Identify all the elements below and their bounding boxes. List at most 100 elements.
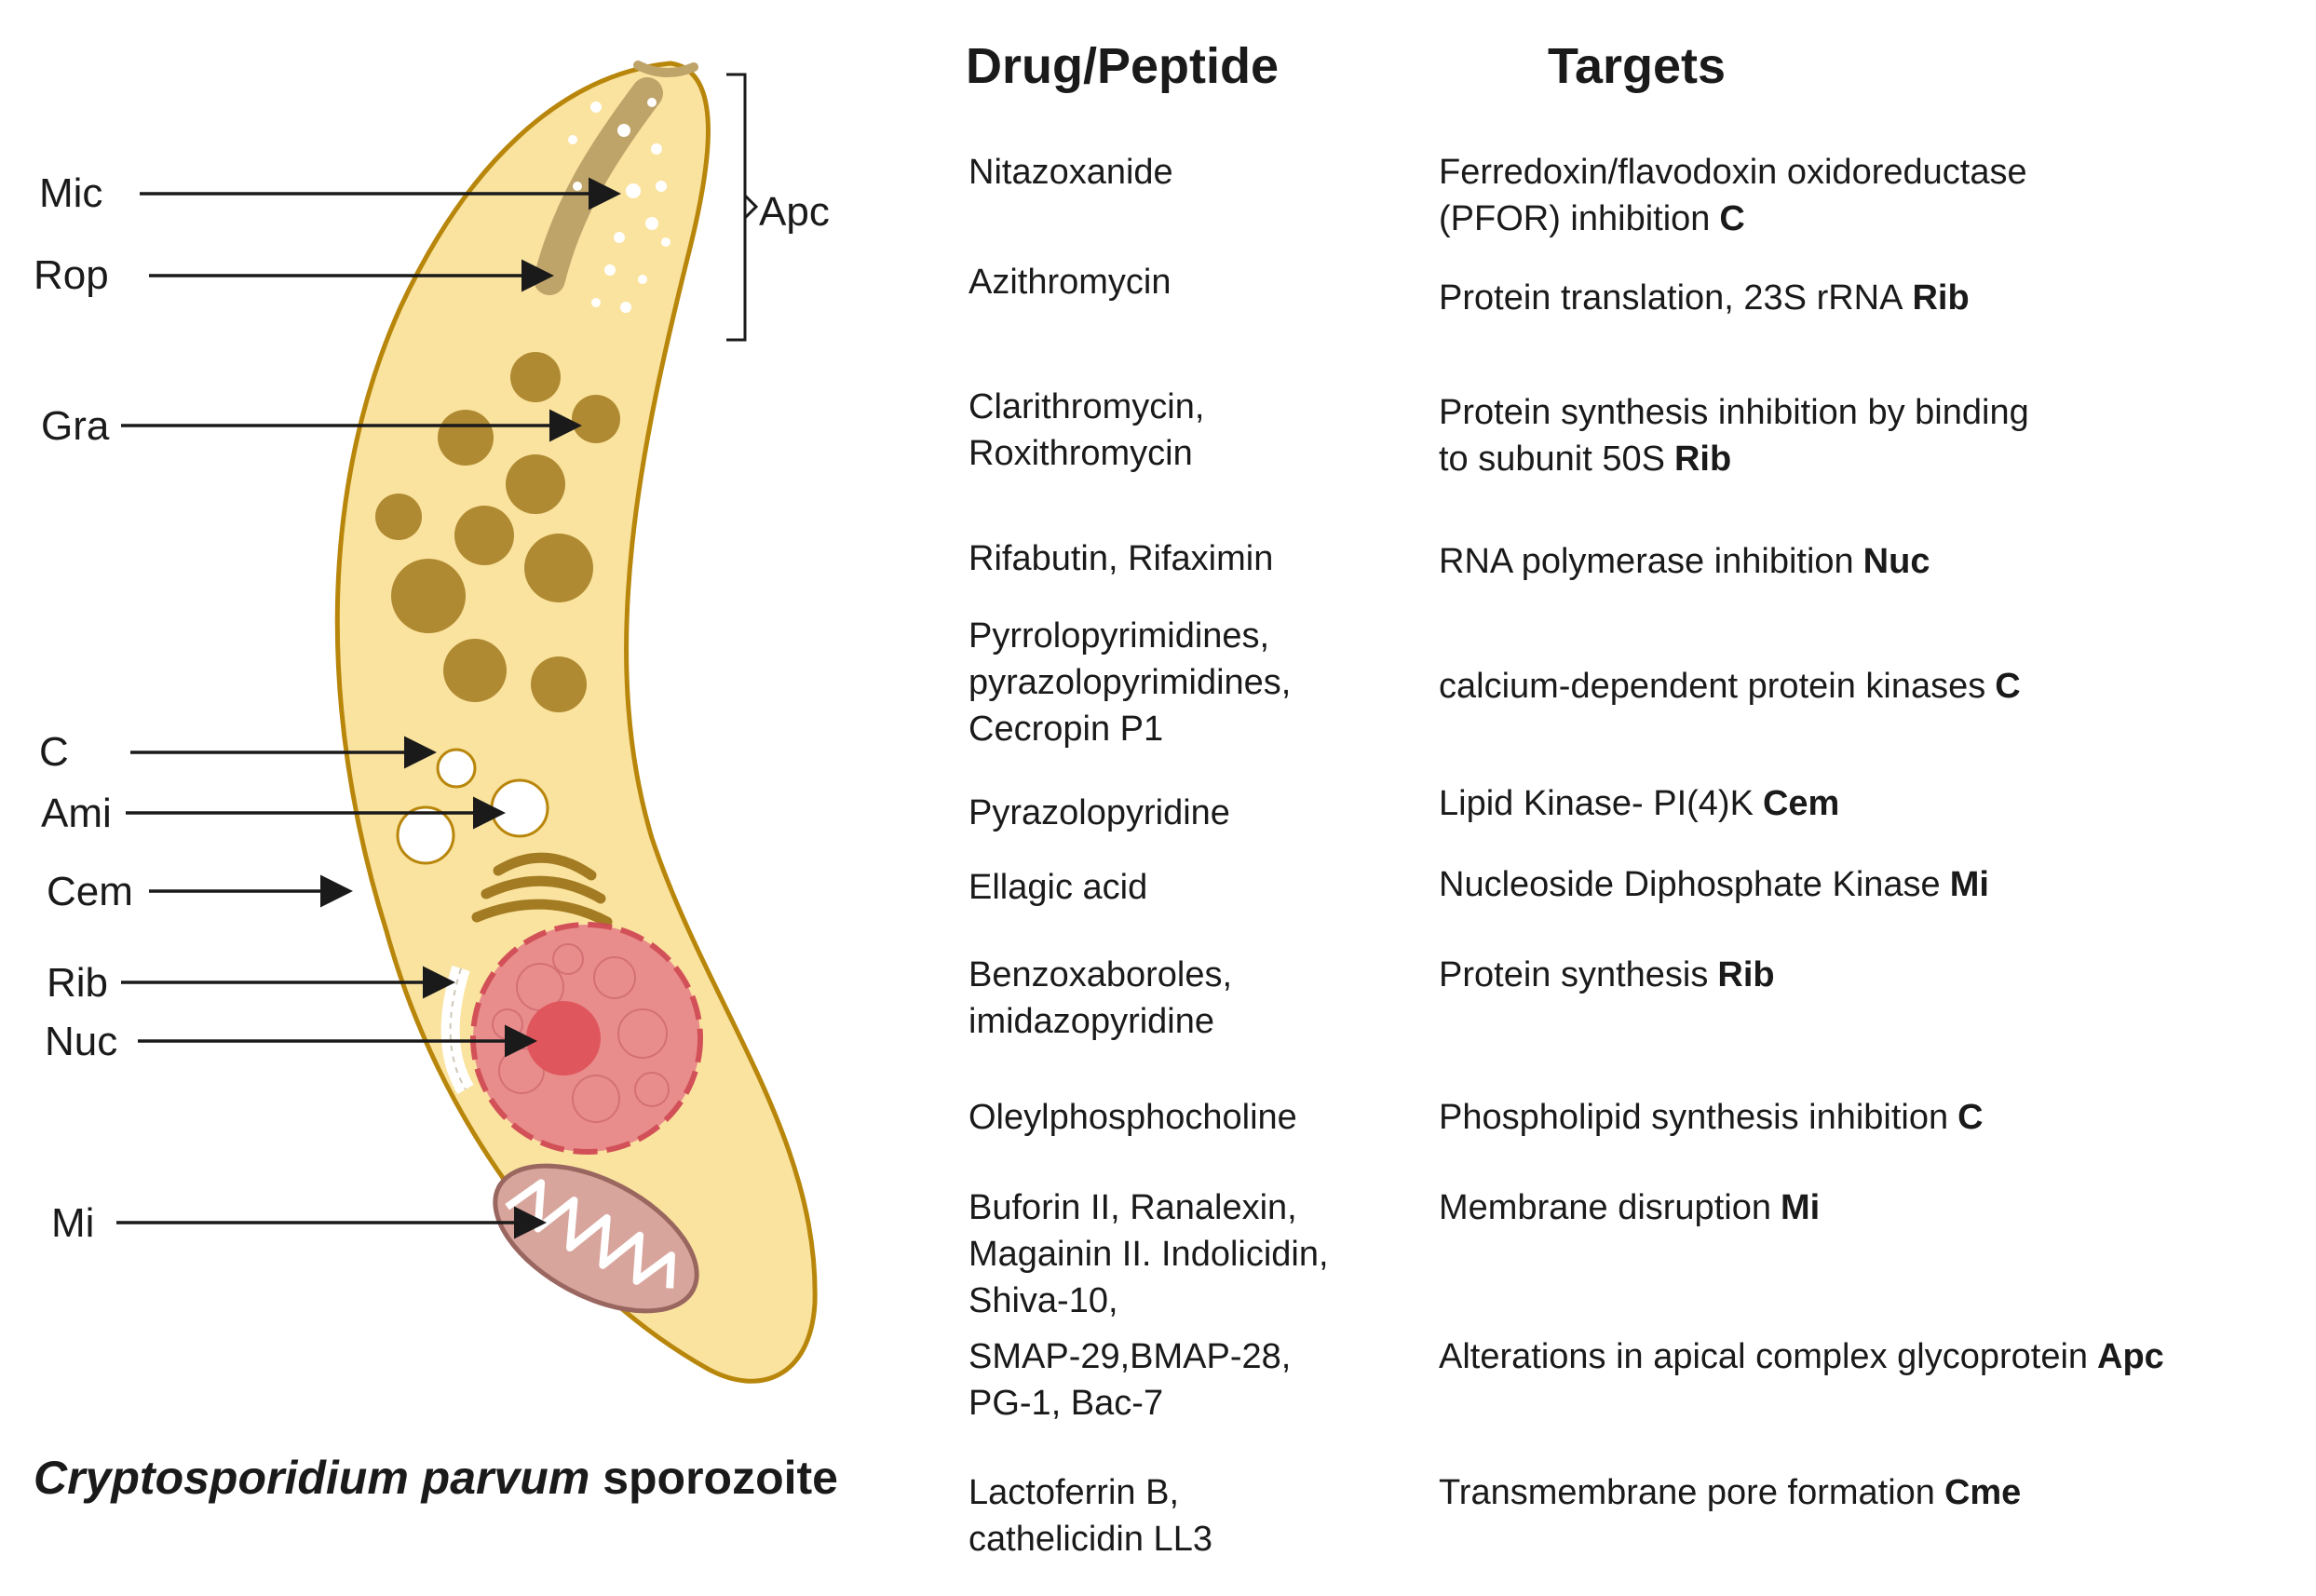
drug-cell: Benzoxaboroles, imidazopyridine: [968, 952, 1378, 1045]
target-line: Ferredoxin/flavodoxin oxidoreductase: [1439, 149, 2314, 196]
target-text: Alterations in apical complex glycoprote…: [1439, 1337, 2089, 1376]
micronemes: [568, 98, 670, 313]
label-mi: Mi: [51, 1200, 94, 1246]
label-rib: Rib: [47, 960, 108, 1006]
target-text: Lipid Kinase- PI(4)K: [1439, 784, 1754, 823]
drug-cell: Buforin II, Ranalexin, Magainin II. Indol…: [968, 1184, 1378, 1324]
nucleolus: [526, 1001, 601, 1075]
target-cell: Protein synthesis inhibition by binding t…: [1439, 389, 2314, 482]
target-text: RNA polymerase inhibition: [1439, 542, 1854, 581]
drug-line: cathelicidin LL3: [968, 1520, 1212, 1559]
drug-line: Cecropin P1: [968, 710, 1164, 749]
header-targets: Targets: [1548, 38, 1727, 94]
drug-line: Ellagic acid: [968, 868, 1148, 907]
drug-line: Magainin II. Indolicidin,: [968, 1235, 1329, 1274]
target-text: Membrane disruption: [1439, 1188, 1771, 1227]
label-rop: Rop: [34, 252, 109, 298]
drug-line: Benzoxaboroles,: [968, 955, 1233, 994]
label-cem: Cem: [47, 869, 133, 914]
crystalloid-body: [471, 852, 613, 927]
drug-cell: Pyrrolopyrimidines,pyrazolopyrimidines,C…: [968, 613, 1378, 752]
target-cell: Alterations in apical complex glycoprote…: [1439, 1333, 2314, 1380]
ribosomes: [440, 966, 474, 1095]
organelle-tag: C: [1719, 199, 1745, 238]
target-text: Protein synthesis: [1439, 955, 1709, 994]
organelle-tag: C: [1957, 1098, 1984, 1137]
drug-cell: Pyrazolopyridine: [968, 790, 1378, 836]
drug-line: Nitazoxanide: [968, 153, 1173, 192]
apical-cap: [633, 61, 698, 78]
header-drug: Drug/Peptide: [966, 38, 1280, 94]
drug-cell: Clarithromycin, Roxithromycin: [968, 384, 1378, 477]
target-text: Nucleoside Diphosphate Kinase: [1439, 865, 1941, 904]
organelle-tag: Cem: [1762, 784, 1840, 823]
label-c: C: [39, 729, 69, 775]
organelle-tag: Cme: [1944, 1473, 2022, 1512]
target-text: Protein translation, 23S rRNA: [1439, 278, 1903, 318]
vesicle-c: [436, 748, 477, 789]
target-text: Phospholipid synthesis inhibition: [1439, 1098, 1949, 1137]
drug-line: Roxithromycin: [968, 434, 1193, 473]
drug-line: Lactoferrin B,: [968, 1473, 1179, 1512]
organelle-tag: Rib: [1912, 278, 1970, 318]
drug-line: Azithromycin: [968, 263, 1172, 302]
drug-line: Rifabutin, Rifaximin: [968, 539, 1274, 578]
target-line: Alterations in apical complex glycoprote…: [1439, 1333, 2314, 1380]
organelle-tag: Mi: [1949, 865, 1989, 904]
organelle-tag: C: [1995, 667, 2021, 706]
drug-line: SMAP-29,BMAP-28,: [968, 1337, 1292, 1376]
drug-cell: Azithromycin: [968, 259, 1378, 305]
drug-line: pyrazolopyrimidines,: [968, 663, 1292, 702]
drug-cell: Oleylphosphocholine: [968, 1094, 1378, 1141]
target-cell: Ferredoxin/flavodoxin oxidoreductase (PFO…: [1439, 149, 2314, 242]
drug-line: Shiva-10,: [968, 1281, 1118, 1320]
amylopectin-granule-2: [396, 805, 455, 865]
drug-line: PG-1, Bac-7: [968, 1384, 1164, 1423]
target-text: (PFOR) inhibition: [1439, 199, 1711, 238]
label-mic: Mic: [39, 170, 102, 216]
organelle-tag: Rib: [1717, 955, 1775, 994]
drug-line: Buforin II, Ranalexin,: [968, 1188, 1297, 1227]
caption-stage: sporozoite: [603, 1452, 838, 1504]
label-gra: Gra: [41, 403, 110, 449]
dense-granules: [375, 352, 620, 712]
drug-line: Clarithromycin,: [968, 387, 1205, 426]
label-nuc: Nuc: [45, 1019, 117, 1064]
apc-bracket: [726, 73, 759, 342]
target-text: Ferredoxin/flavodoxin oxidoreductase: [1439, 153, 2027, 192]
amylopectin-granule: [490, 778, 549, 838]
drug-line: Pyrazolopyridine: [968, 793, 1230, 832]
label-ami: Ami: [41, 791, 112, 836]
organelle-tag: Rib: [1673, 440, 1732, 479]
label-arrows: [116, 177, 621, 1239]
drug-cell: Nitazoxanide: [968, 149, 1378, 196]
target-text: Protein synthesis inhibition by binding: [1439, 393, 2029, 432]
organelle-tag: Apc: [2097, 1337, 2164, 1376]
target-line: Protein synthesis inhibition by binding: [1439, 389, 2314, 436]
target-text: calcium-dependent protein kinases: [1439, 667, 1986, 706]
drug-cell: Ellagic acid: [968, 864, 1378, 911]
caption-species: Cryptosporidium parvum: [34, 1452, 590, 1504]
target-text: Transmembrane pore formation: [1439, 1473, 1935, 1512]
drug-line: imidazopyridine: [968, 1002, 1215, 1041]
target-text: to subunit 50S: [1439, 440, 1665, 479]
organelle-tag: Mi: [1780, 1188, 1821, 1227]
